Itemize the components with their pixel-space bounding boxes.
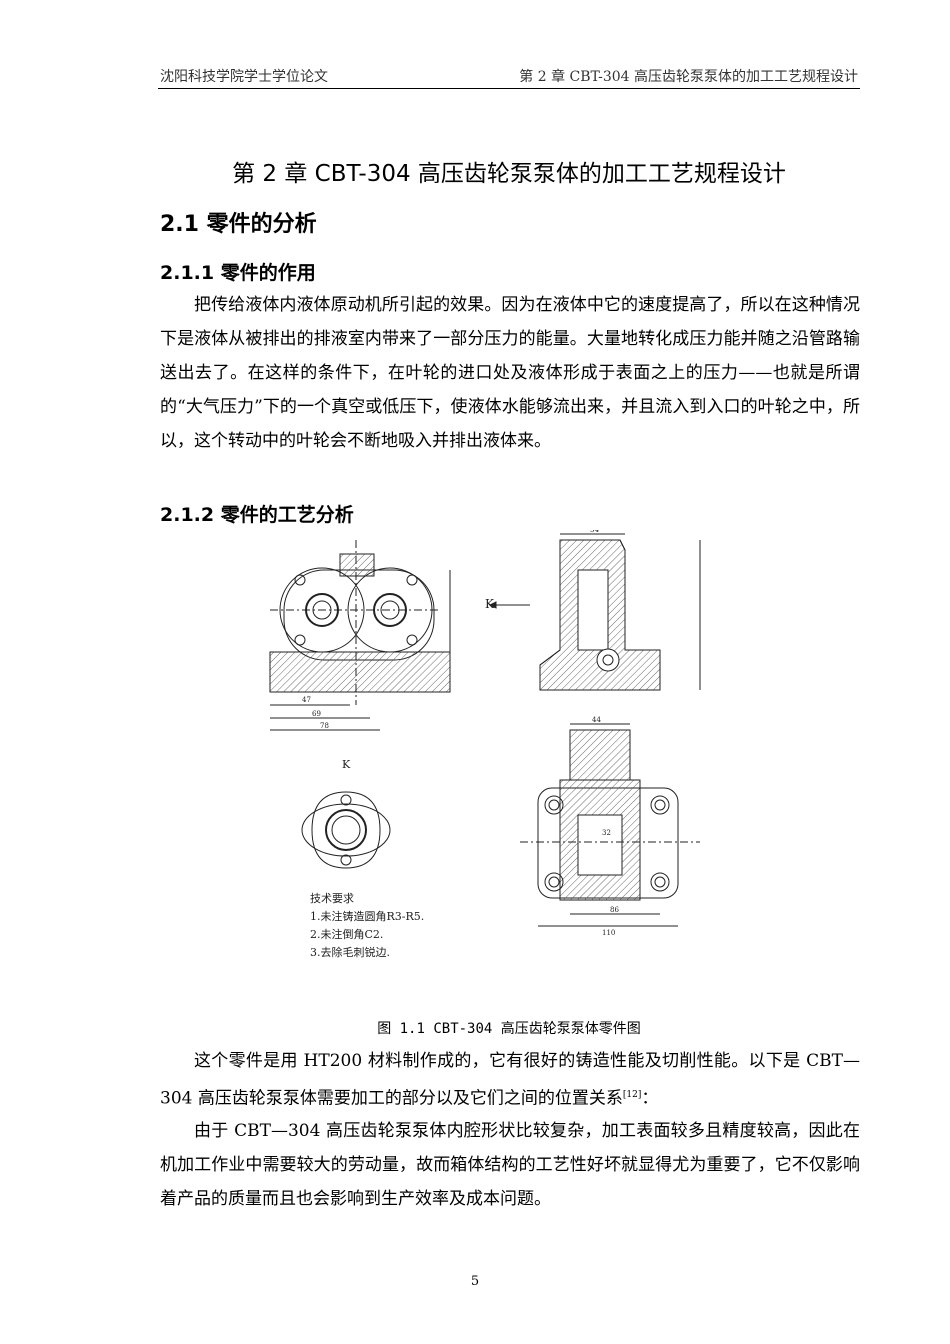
part-drawing: 47 69 78 K 54 K 技术要求 1.未注铸造圆 bbox=[269, 526, 701, 959]
section-heading-2-1-1: 2.1.1 零件的作用 bbox=[160, 262, 316, 284]
part-drawing-figure: 47 69 78 K 54 K 技术要求 1.未注铸造圆 bbox=[240, 526, 720, 1000]
dim-32: 32 bbox=[602, 829, 611, 837]
tech-requirement-1: 1.未注铸造圆角R3-R5. bbox=[310, 909, 424, 923]
side-section-view: K 54 bbox=[485, 526, 701, 691]
dim-44: 44 bbox=[592, 716, 601, 724]
dim-47: 47 bbox=[302, 696, 311, 704]
k-view: K 技术要求 1.未注铸造圆角R3-R5. 2.未注倒角C2. 3.去除毛刺锐边… bbox=[301, 758, 424, 959]
citation-ref: [12] bbox=[622, 1090, 642, 1100]
top-view: 44 86 110 32 bbox=[520, 716, 700, 937]
header-divider bbox=[158, 88, 860, 89]
front-view: 47 69 78 bbox=[269, 540, 451, 731]
paragraph-complexity: 由于 CBT—304 高压齿轮泵泵体内腔形状比较复杂，加工表面较多且精度较高，因… bbox=[160, 1121, 860, 1209]
paragraph-function: 把传给液体内液体原动机所引起的效果。因为在液体中它的速度提高了，所以在这种情况下… bbox=[160, 295, 860, 451]
tech-requirement-3: 3.去除毛刺锐边. bbox=[310, 945, 390, 959]
section-heading-2-1: 2.1 零件的分析 bbox=[160, 212, 317, 237]
view-arrow-k: K bbox=[485, 597, 495, 611]
dim-110: 110 bbox=[602, 929, 615, 937]
dim-69: 69 bbox=[312, 710, 321, 718]
dim-54: 54 bbox=[590, 530, 599, 534]
chapter-title: 第 2 章 CBT-304 高压齿轮泵泵体的加工工艺规程设计 bbox=[232, 161, 786, 187]
paragraph-material: 这个零件是用 HT200 材料制作成的，它有很好的铸造性能及切削性能。以下是 C… bbox=[160, 1044, 860, 1116]
paragraph-material-end: ： bbox=[641, 1088, 659, 1109]
view-label-k: K bbox=[342, 758, 351, 771]
page-number: 5 bbox=[470, 1274, 480, 1289]
header-right: 第 2 章 CBT-304 高压齿轮泵泵体的加工工艺规程设计 bbox=[519, 69, 858, 85]
header-left: 沈阳科技学院学士学位论文 bbox=[160, 69, 328, 85]
section-heading-2-1-2: 2.1.2 零件的工艺分析 bbox=[160, 504, 354, 526]
dim-86: 86 bbox=[610, 906, 619, 914]
tech-requirement-2: 2.未注倒角C2. bbox=[310, 927, 383, 941]
dim-78: 78 bbox=[320, 722, 329, 730]
tech-requirements-title: 技术要求 bbox=[310, 892, 354, 905]
paragraph-material-text: 这个零件是用 HT200 材料制作成的，它有很好的铸造性能及切削性能。以下是 C… bbox=[160, 1051, 860, 1109]
figure-caption: 图 1.1 CBT-304 高压齿轮泵泵体零件图 bbox=[377, 1021, 641, 1037]
